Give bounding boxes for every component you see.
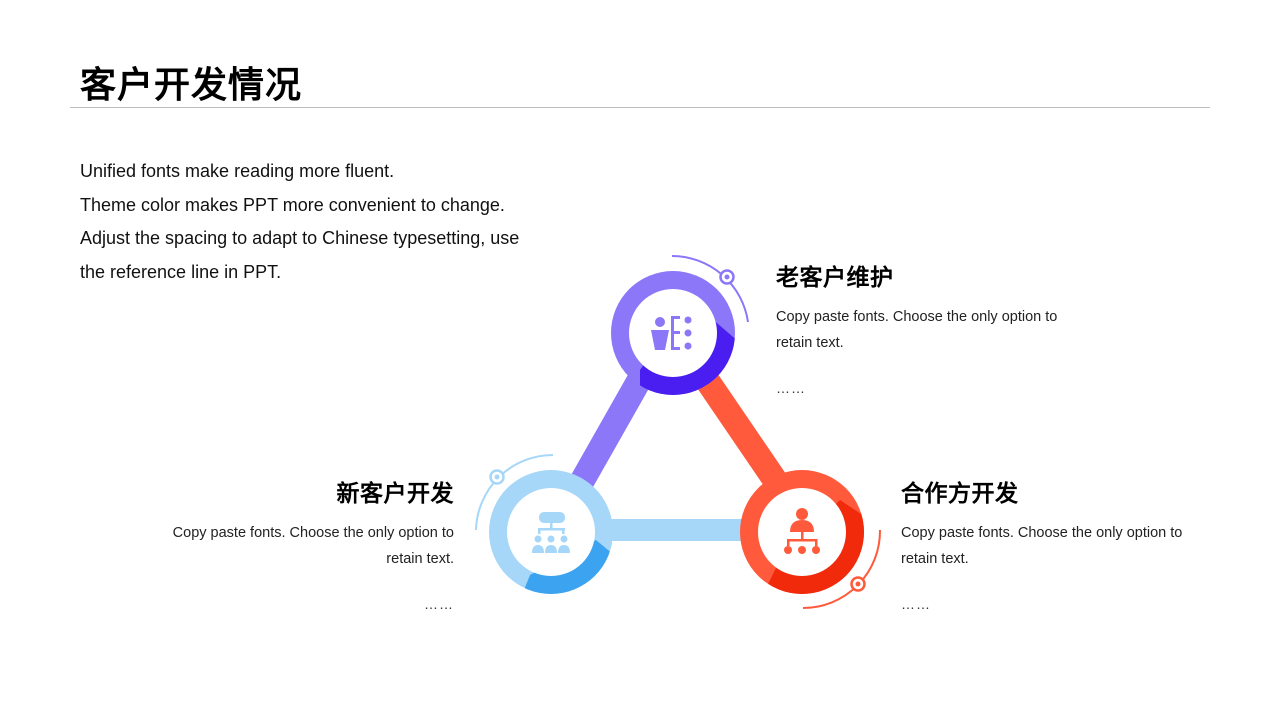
node-right-desc: Copy paste fonts. Choose the only option… (901, 525, 1183, 567)
node-top-desc: Copy paste fonts. Choose the only option… (776, 309, 1058, 351)
page-title: 客户开发情况 (80, 65, 303, 106)
node-left-text: 新客户开发 Copy paste fonts. Choose the only … (150, 474, 454, 612)
node-right-ellipsis: …… (901, 596, 931, 612)
org-chart-icon (532, 512, 570, 553)
node-top-text: 老客户维护 Copy paste fonts. Choose the only … (776, 258, 1076, 396)
node-left (489, 470, 613, 594)
orbit-arc-top (671, 255, 749, 323)
node-left-ellipsis: …… (424, 596, 454, 612)
node-right-text: 合作方开发 Copy paste fonts. Choose the only … (901, 474, 1201, 612)
node-left-title: 新客户开发 (336, 481, 454, 507)
edge-top-right (687, 357, 788, 493)
partner-network-icon (784, 508, 820, 554)
edge-top-left (560, 357, 658, 510)
intro-line: Unified fonts make reading more fluent. (80, 161, 395, 181)
node-left-desc: Copy paste fonts. Choose the only option… (172, 525, 454, 567)
title-divider (70, 107, 1210, 108)
orbit-arc-left (475, 454, 554, 531)
orbit-arc-right (802, 529, 882, 609)
node-right (740, 470, 864, 594)
intro-text: Unified fonts make reading more fluent. … (80, 155, 520, 289)
node-top-ellipsis: …… (776, 380, 806, 396)
node-right-title: 合作方开发 (901, 481, 1019, 507)
intro-line: Adjust the spacing to adapt to Chinese t… (80, 228, 520, 282)
intro-line: Theme color makes PPT more convenient to… (80, 194, 505, 215)
node-top-title: 老客户维护 (776, 265, 894, 291)
customer-list-icon (651, 316, 692, 350)
